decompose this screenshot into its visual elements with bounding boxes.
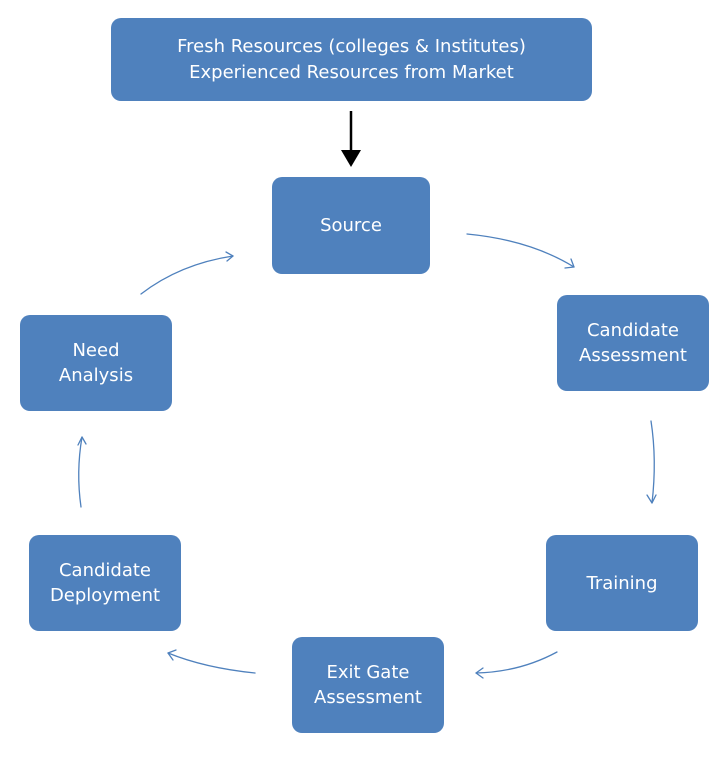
arrow-training-to-exit-gate — [475, 651, 558, 674]
need-analysis-line-1: Need — [72, 340, 120, 361]
arrowhead-exit-gate-to-candidate-deployment — [167, 649, 177, 661]
arrowhead-source-to-candidate-assessment — [564, 258, 575, 269]
exit-gate-assessment-node: Exit Gate Assessment — [292, 637, 444, 733]
source-label: Source — [320, 215, 382, 236]
candidate-deployment-line-2: Deployment — [49, 585, 161, 606]
candidate-assessment-line-2: Assessment — [579, 345, 687, 366]
arrow-candidate-deployment-to-need-analysis — [78, 436, 83, 508]
arrow-candidate-assessment-to-training — [650, 420, 655, 504]
source-node: Source — [272, 177, 430, 274]
need-analysis-line-2: Analysis — [58, 365, 134, 386]
training-label: Training — [586, 572, 658, 594]
arrow-exit-gate-to-candidate-deployment — [167, 652, 256, 674]
arrow-need-analysis-to-source — [140, 255, 234, 295]
exit-gate-line-2: Assessment — [314, 687, 422, 708]
exit-gate-line-1: Exit Gate — [326, 662, 410, 683]
resource-pool-node: Fresh Resources (colleges & Institutes) … — [111, 18, 592, 101]
candidate-deployment-node: Candidate Deployment — [29, 535, 181, 631]
candidate-assessment-node: Candidate Assessment — [557, 295, 709, 391]
training-node: Training — [546, 535, 698, 631]
candidate-deployment-line-1: Candidate — [58, 560, 152, 581]
arrowhead-candidate-deployment-to-need-analysis — [77, 436, 87, 446]
input-arrow-head — [341, 150, 361, 167]
arrow-source-to-candidate-assessment — [466, 233, 575, 268]
arrowhead-training-to-exit-gate — [475, 667, 484, 679]
candidate-assessment-line-1: Candidate — [586, 320, 680, 341]
arrowhead-candidate-assessment-to-training — [646, 494, 657, 504]
resource-pool-line-1: Fresh Resources (colleges & Institutes) — [177, 35, 526, 57]
arrowhead-need-analysis-to-source — [225, 251, 234, 262]
need-analysis-node: Need Analysis — [20, 315, 172, 411]
resource-pool-line-2: Experienced Resources from Market — [189, 61, 514, 83]
